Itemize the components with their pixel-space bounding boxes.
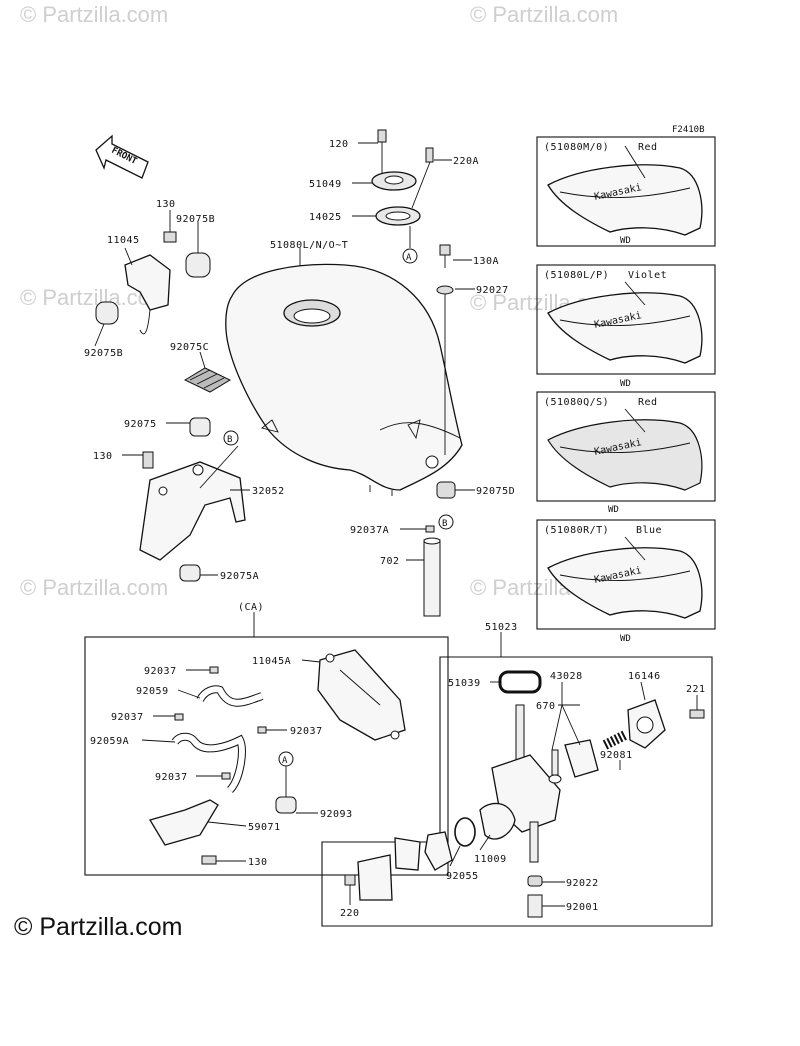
label-92055: 92055	[446, 871, 479, 882]
variant-color: Violet	[628, 270, 667, 281]
rear-bracket	[139, 417, 246, 582]
variant-suffix: WD	[608, 505, 619, 515]
watermark-1: © Partzilla.com	[20, 2, 168, 27]
variant-color: Blue	[636, 525, 662, 536]
label-32052: 32052	[252, 486, 285, 497]
variant-code: (51080R/T)	[544, 525, 609, 536]
label-92075c: 92075C	[170, 342, 209, 353]
label-120: 120	[329, 139, 349, 150]
label-670: 670	[536, 701, 556, 712]
callout-b-label: B	[227, 435, 232, 445]
front-bracket	[95, 231, 211, 335]
variant-code: (51080L/P)	[544, 270, 609, 281]
figure-code: F2410B	[672, 125, 705, 135]
fuel-cock-parts	[344, 670, 705, 918]
variant-code: (51080M/0)	[544, 142, 609, 153]
callout-a-lower: A	[278, 751, 294, 767]
label-92059: 92059	[136, 686, 169, 697]
label-220a: 220A	[453, 156, 479, 167]
label-14025: 14025	[309, 212, 342, 223]
label-130-low: 130	[248, 857, 268, 868]
cap-assembly	[371, 129, 454, 455]
label-92075b-top: 92075B	[176, 214, 215, 225]
label-51080: 51080L/N/O~T	[270, 240, 348, 251]
label-92037-2: 92037	[111, 712, 144, 723]
variant-box-1: (51080M/0) Red Kawasaki WD	[536, 136, 716, 247]
callout-a-label: A	[282, 756, 288, 766]
variant-code: (51080Q/S)	[544, 397, 609, 408]
callout-b-left: B	[223, 430, 239, 446]
label-92037a: 92037A	[350, 525, 389, 536]
label-11045a: 11045A	[252, 656, 291, 667]
label-92059a: 92059A	[90, 736, 129, 747]
watermark-2: © Partzilla.com	[470, 2, 618, 27]
callout-b-right: B	[438, 514, 454, 530]
rubber-pad	[183, 367, 232, 393]
label-92075d: 92075D	[476, 486, 515, 497]
label-92081: 92081	[600, 750, 633, 761]
variant-color: Red	[638, 142, 658, 153]
label-11009: 11009	[474, 854, 507, 865]
front-arrow-icon: FRONT	[95, 134, 149, 179]
label-221: 221	[686, 684, 706, 695]
label-ca: (CA)	[238, 602, 264, 613]
label-220: 220	[340, 908, 360, 919]
label-92093: 92093	[320, 809, 353, 820]
ca-section-box	[84, 636, 449, 876]
variant-suffix: WD	[620, 634, 631, 644]
label-92075a: 92075A	[220, 571, 259, 582]
label-92022: 92022	[566, 878, 599, 889]
label-92037-3: 92037	[290, 726, 323, 737]
label-92037-4: 92037	[155, 772, 188, 783]
label-16146: 16146	[628, 671, 661, 682]
label-702: 702	[380, 556, 400, 567]
drain-parts	[423, 481, 456, 617]
watermark-5: © Partzilla.com	[20, 575, 168, 600]
footer-brand: © Partzilla.com	[14, 913, 182, 941]
leader-lines	[94, 142, 698, 907]
label-130-mid: 130	[93, 451, 113, 462]
variant-box-4: (51080R/T) Blue Kawasaki WD	[536, 519, 716, 644]
variant-box-2: (51080L/P) Violet Kawasaki WD	[536, 264, 716, 389]
label-92075: 92075	[124, 419, 157, 430]
variant-color: Red	[638, 397, 658, 408]
fuel-tank	[225, 263, 463, 496]
label-51049: 51049	[309, 179, 342, 190]
label-92075b-bottom: 92075B	[84, 348, 123, 359]
callout-a-top: A	[402, 248, 418, 264]
label-43028: 43028	[550, 671, 583, 682]
variant-suffix: WD	[620, 236, 631, 246]
part-labels: 120 220A 51049 14025 51080L/N/O~T 130A 9…	[84, 139, 706, 919]
label-51023: 51023	[485, 622, 518, 633]
callout-a-label: A	[406, 253, 412, 263]
variant-suffix: WD	[620, 379, 631, 389]
label-11045: 11045	[107, 235, 140, 246]
label-59071: 59071	[248, 822, 281, 833]
label-92037-1: 92037	[144, 666, 177, 677]
label-92027: 92027	[476, 285, 509, 296]
label-130a: 130A	[473, 256, 499, 267]
label-51039: 51039	[448, 678, 481, 689]
variant-box-3: (51080Q/S) Red Kawasaki WD	[536, 391, 716, 515]
label-92001: 92001	[566, 902, 599, 913]
label-130-top: 130	[156, 199, 176, 210]
callout-b-label: B	[442, 519, 447, 529]
